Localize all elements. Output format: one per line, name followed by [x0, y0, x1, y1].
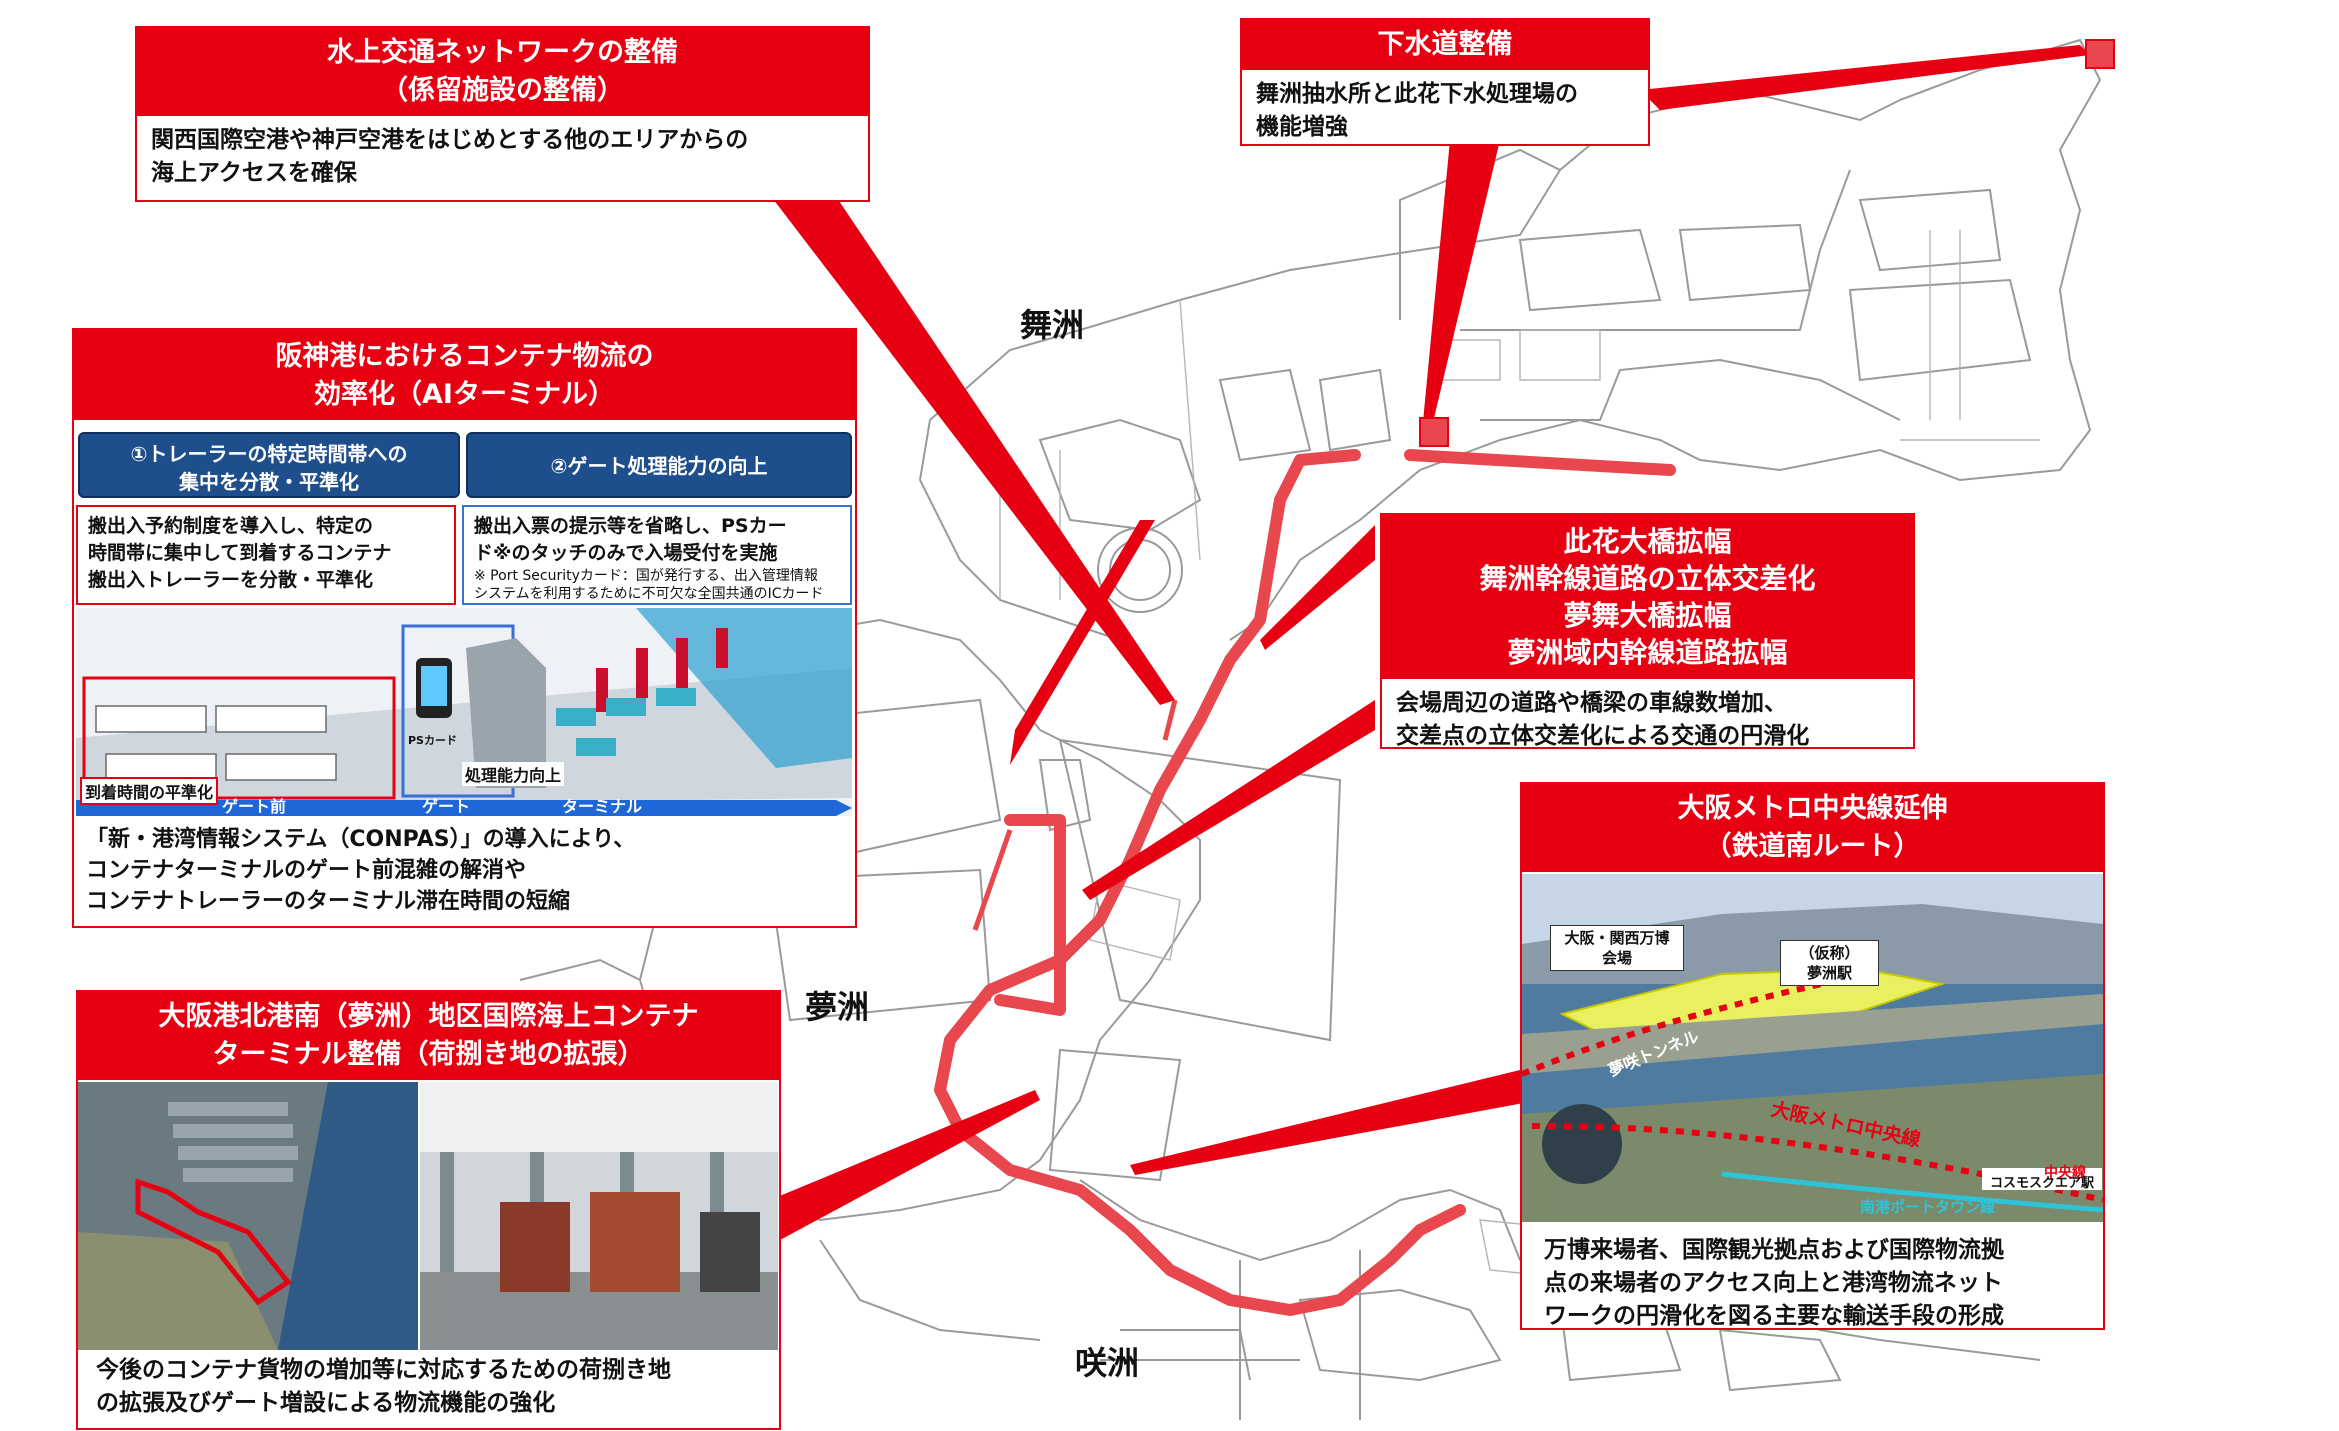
terminal-aerial-photo [78, 1082, 418, 1350]
tag-gate: ゲート [422, 797, 471, 816]
bridge-road-text: 会場周辺の道路や橋梁の車線数増加、 交差点の立体交差化による交通の円滑化 [1396, 690, 1810, 749]
photo-label-station: （仮称） 夢洲駅 [1780, 940, 1879, 986]
place-label-sakishima: 咲洲 [1075, 1344, 1140, 1382]
tag-arrival: 到着時間の平準化 [80, 777, 219, 805]
bridge-road-box: 此花大橋拡幅 舞洲幹線道路の立体交差化 夢舞大橋拡幅 夢洲域内幹線道路拡幅 会場… [1380, 513, 1915, 749]
tag-capacity: 処理能力向上 [462, 762, 565, 786]
place-label-yumeshima: 夢洲 [805, 988, 870, 1026]
container-terminal-title: 大阪港北港南（夢洲）地区国際海上コンテナ ターミナル整備（荷捌き地の拡張） [78, 992, 779, 1080]
tag-terminal: ターミナル [562, 797, 643, 816]
ai-heading-gate: ②ゲート処理能力の向上 [466, 432, 852, 498]
tag-pscard: PSカード [408, 734, 457, 747]
ai-terminal-illustration [76, 608, 852, 816]
ai-terminal-title: 阪神港におけるコンテナ物流の 効率化（AIターミナル） [74, 330, 855, 420]
water-transport-box: 水上交通ネットワークの整備 （係留施設の整備） 関西国際空港や神戸空港をはじめと… [135, 26, 870, 202]
container-terminal-text: 今後のコンテナ貨物の増加等に対応するための荷捌き地 の拡張及びゲート増設による物… [96, 1357, 671, 1416]
bridge-road-title: 此花大橋拡幅 舞洲幹線道路の立体交差化 夢舞大橋拡幅 夢洲域内幹線道路拡幅 [1382, 515, 1913, 679]
place-label-maishima: 舞洲 [1020, 306, 1085, 344]
ai-text-pscard: 搬出入票の提示等を省略し、PSカー ド※のタッチのみで入場受付を実施 ※ Por… [462, 505, 852, 605]
ai-heading-leveling: ①トレーラーの特定時間帯への 集中を分散・平準化 [78, 432, 460, 498]
metro-box: 大阪メトロ中央線延伸 （鉄道南ルート） [1520, 782, 2105, 1330]
sewer-title: 下水道整備 [1242, 20, 1648, 70]
water-transport-title: 水上交通ネットワークの整備 （係留施設の整備） [137, 28, 868, 116]
metro-text: 万博来場者、国際観光拠点および国際物流拠 点の来場者のアクセス向上と港湾物流ネッ… [1544, 1237, 2004, 1329]
sewer-box: 下水道整備 舞洲抽水所と此花下水処理場の 機能増強 [1240, 18, 1650, 146]
tag-gate-front: ゲート前 [222, 797, 287, 816]
ai-text-conpas: 「新・港湾情報システム（CONPAS）」の導入により、 コンテナターミナルのゲー… [76, 818, 852, 924]
photo-label-chuo-short: 中央線 [2044, 1165, 2086, 1181]
water-transport-text: 関西国際空港や神戸空港をはじめとする他のエリアからの 海上アクセスを確保 [151, 127, 749, 186]
terminal-gate-photo [420, 1082, 778, 1350]
metro-title: 大阪メトロ中央線延伸 （鉄道南ルート） [1522, 784, 2103, 872]
ai-text-reservation: 搬出入予約制度を導入し、特定の 時間帯に集中して到着するコンテナ 搬出入トレーラ… [76, 505, 456, 605]
photo-label-expo: 大阪・関西万博 会場 [1550, 925, 1684, 971]
photo-label-nanko: 南港ポートタウン線 [1860, 1198, 1996, 1216]
photo-label-cosmo: コスモスクエア駅 [1990, 1176, 2095, 1191]
sewer-text: 舞洲抽水所と此花下水処理場の 機能増強 [1256, 81, 1578, 140]
